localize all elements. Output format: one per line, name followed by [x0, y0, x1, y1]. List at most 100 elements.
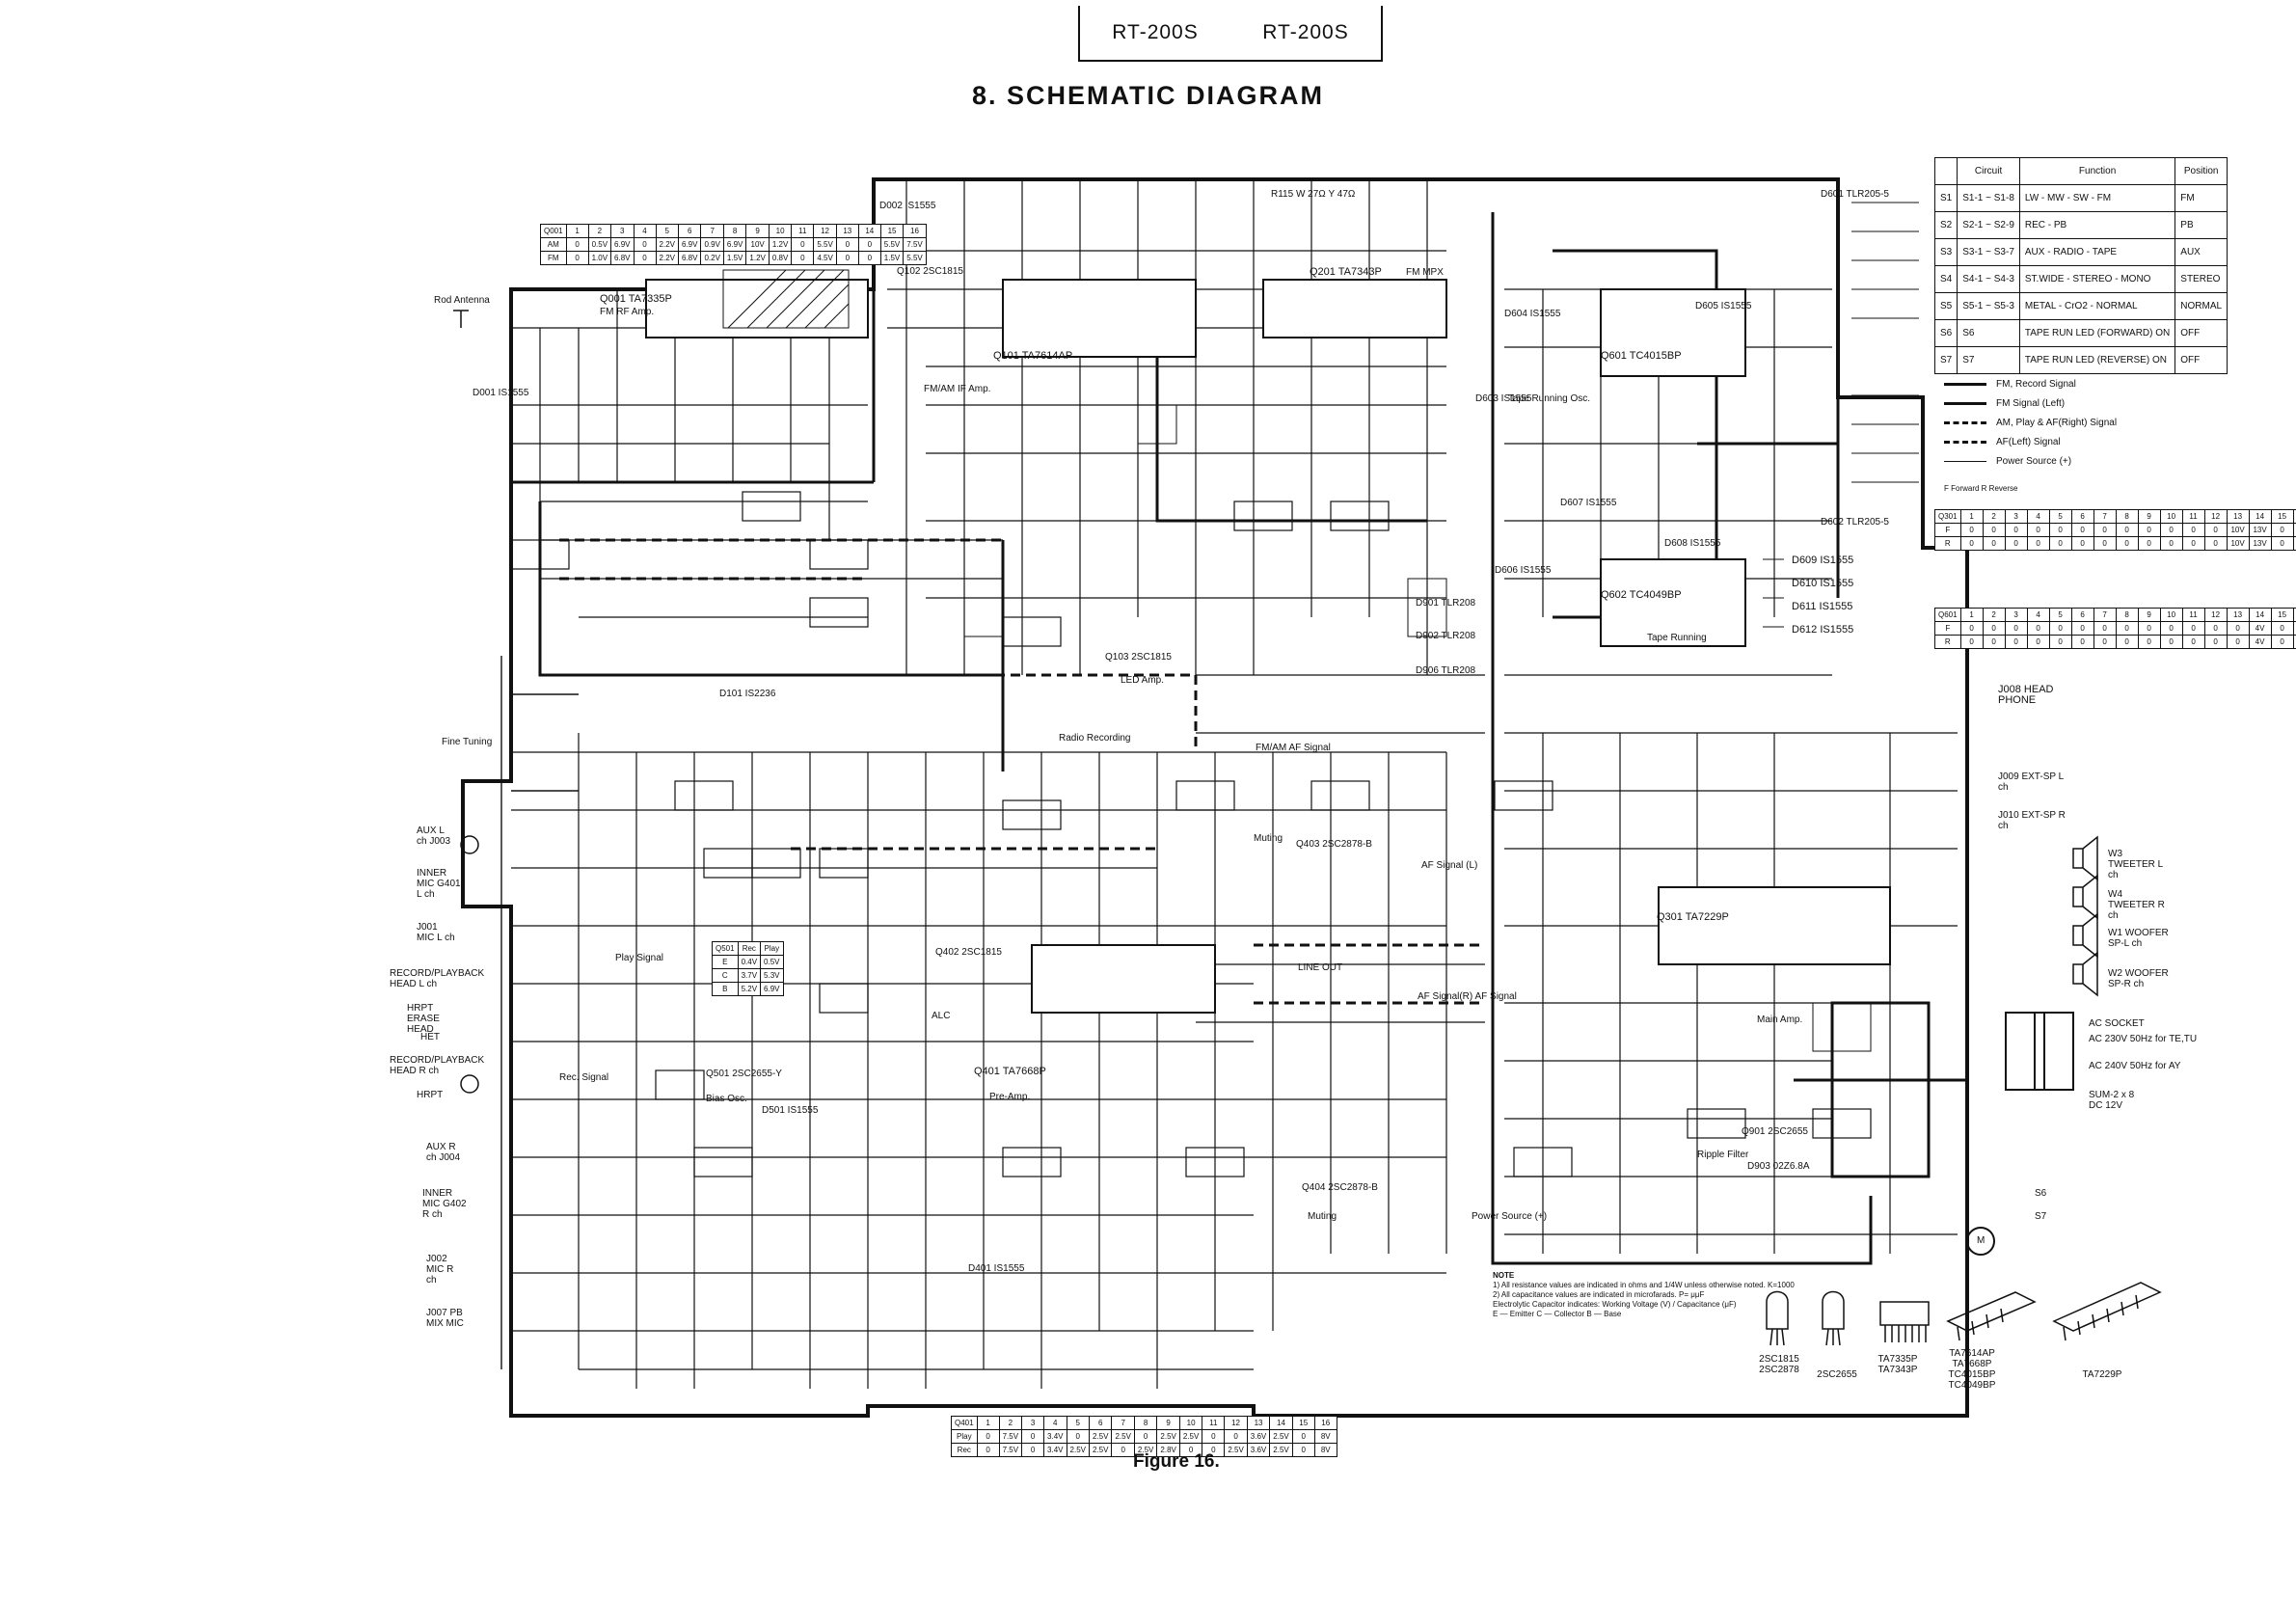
legend-item: FM, Record Signal: [1944, 374, 2117, 393]
legend-line-thin: [1944, 460, 1986, 462]
table-cell: 14: [2248, 509, 2272, 524]
table-header-cell: [1933, 157, 1958, 185]
table-cell: 0: [2048, 523, 2072, 537]
ic-label-q101: Q101 TA7614AP: [993, 350, 1073, 362]
table-cell: 2.5V: [1111, 1429, 1135, 1444]
speaker-woofer-l: W1 WOOFER SP-L ch: [2108, 928, 2169, 949]
figure-caption: Figure 16.: [1133, 1451, 1220, 1472]
speaker-woofer-r: W2 WOOFER SP-R ch: [2108, 968, 2169, 989]
table-cell: 0: [2004, 635, 2028, 649]
table-cell: 3.4V: [1043, 1429, 1067, 1444]
table-cell: 5: [655, 224, 679, 238]
table-cell: 0: [2093, 536, 2117, 551]
connector-rod-antenna: Rod Antenna: [434, 295, 490, 306]
table-cell: 1.5V: [722, 251, 747, 265]
ic-desc-q601: Tape Running Osc.: [1508, 393, 1591, 404]
table-cell: 0: [1959, 523, 1984, 537]
connector-hrpt: HRPT: [417, 1090, 444, 1100]
table-cell: 0: [1982, 635, 2006, 649]
q401-voltage-table: Q401 1 2 3 4 5 6 7 8 9 10 11 12 13 14 15…: [951, 1416, 1337, 1457]
ic-label-q301: Q301 TA7229P: [1657, 911, 1729, 923]
table-cell: 7.5V: [903, 237, 927, 252]
page-title: 8. SCHEMATIC DIAGRAM: [971, 81, 1324, 110]
connector-ac-socket: AC SOCKET: [2089, 1018, 2145, 1029]
table-cell: 6: [677, 224, 702, 238]
table-row: Q501 Rec Play: [712, 941, 784, 956]
table-cell: 0: [2137, 536, 2161, 551]
table-row: S6 S6 TAPE RUN LED (FORWARD) ON OFF: [1933, 319, 2228, 347]
table-cell: 1: [976, 1416, 1000, 1430]
jacks: [460, 835, 479, 1094]
package-label-ta7614ap: TA7614AP TA7668P TC4015BP TC4049BP: [1948, 1348, 1996, 1391]
table-cell: 14: [1269, 1416, 1293, 1430]
table-cell: 5: [2048, 509, 2072, 524]
diode-d612: D612 IS1555: [1792, 624, 1854, 636]
table-cell: 0: [2115, 536, 2139, 551]
table-cell: 13: [2226, 608, 2250, 622]
model-label-right: RT-200S: [1262, 21, 1349, 43]
table-cell: FM: [540, 251, 567, 265]
signal-radio-recording: Radio Recording: [1059, 733, 1131, 744]
table-cell: 13: [835, 224, 859, 238]
table-cell: 0: [2070, 635, 2094, 649]
legend-line-solid: [1944, 401, 1986, 405]
legend-label: FM, Record Signal: [1996, 378, 2076, 390]
connector-aux-r: AUX R ch J004: [426, 1142, 461, 1163]
table-cell: 0: [2226, 621, 2250, 636]
fine-tuning-label: Fine Tuning: [442, 737, 493, 747]
signal-power-source: Power Source (+): [1472, 1211, 1548, 1222]
table-cell: METAL - CrO2 - NORMAL: [2018, 292, 2176, 320]
table-cell: 0: [791, 237, 815, 252]
table-cell: 9: [1156, 1416, 1180, 1430]
table-cell: F: [1934, 621, 1961, 636]
table-cell: 0: [2115, 635, 2139, 649]
table-row: Q401 1 2 3 4 5 6 7 8 9 10 11 12 13 14 15…: [951, 1416, 1337, 1430]
ic-label-q401: Q401 TA7668P: [974, 1066, 1046, 1077]
table-cell: 0: [633, 237, 657, 252]
transistor-q102: Q102 2SC1815: [897, 266, 963, 277]
table-cell: LW - MW - SW - FM: [2018, 184, 2176, 212]
diode-d605: D605 IS1555: [1695, 301, 1752, 311]
power-transformer: [2005, 1012, 2074, 1091]
table-cell: 0: [2026, 635, 2050, 649]
transistor-q402-desc: ALC: [932, 1011, 951, 1021]
table-cell: Q501: [712, 941, 739, 956]
ic-desc-q301: Main Amp.: [1757, 1015, 1803, 1025]
table-cell: S5-1 ~ S5-3: [1957, 292, 2020, 320]
table-cell: 2.5V: [1088, 1443, 1113, 1457]
ic-bodies: [645, 279, 1891, 1014]
transistor-q901: Q901 2SC2655: [1742, 1126, 1808, 1137]
table-cell: F: [1934, 523, 1961, 537]
diode-d906: D906 TLR208: [1416, 665, 1476, 676]
table-cell: 16: [903, 224, 927, 238]
table-cell: 0.5V: [760, 955, 784, 969]
diode-d608: D608 IS1555: [1664, 538, 1721, 549]
table-cell: 0: [1224, 1429, 1248, 1444]
table-cell: S7: [1957, 346, 2020, 374]
connector-rec-play-head-l: RECORD/PLAYBACK HEAD L ch: [390, 968, 485, 989]
diode-d601: D601 TLR205-5: [1821, 189, 1889, 200]
table-cell: S6: [1957, 319, 2020, 347]
table-cell: 0: [2203, 621, 2228, 636]
table-cell: 10: [2159, 509, 2183, 524]
note-line: 2) All capacitance values are indicated …: [1493, 1290, 1705, 1299]
table-cell: S2: [1933, 211, 1958, 239]
diode-d001: D001 IS1555: [473, 388, 529, 398]
table-cell: 1.0V: [587, 251, 612, 265]
table-cell: 6: [2070, 509, 2094, 524]
table-cell: OFF: [2174, 319, 2228, 347]
table-row: S3 S3-1 ~ S3-7 AUX - RADIO - TAPE AUX: [1933, 238, 2228, 266]
table-row: FM 0 1.0V 6.8V 0 2.2V 6.8V 0.2V 1.5V 1.2…: [540, 251, 927, 265]
legend-line-dashed: [1944, 440, 1986, 444]
ic-desc-q101: FM/AM IF Amp.: [924, 384, 991, 394]
table-cell: E: [712, 955, 739, 969]
legend-line-dashed: [1944, 420, 1986, 424]
table-cell: 0: [2181, 635, 2205, 649]
q501-voltage-table: Q501 Rec Play E 0.4V 0.5V C 3.7V 5.3V B …: [712, 941, 784, 996]
table-cell: 0: [1959, 621, 1984, 636]
table-cell: 14: [857, 224, 881, 238]
table-cell: 8: [722, 224, 747, 238]
table-cell: 12: [1224, 1416, 1248, 1430]
table-cell: Rec: [737, 941, 762, 956]
